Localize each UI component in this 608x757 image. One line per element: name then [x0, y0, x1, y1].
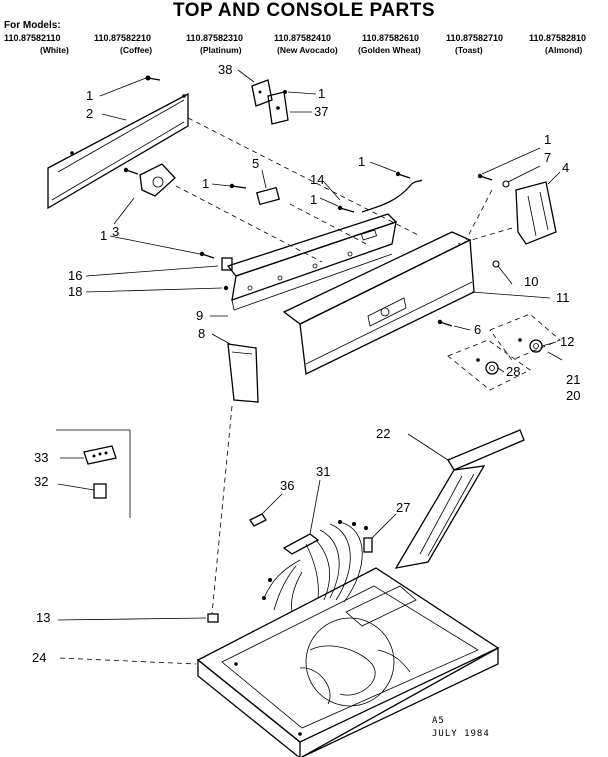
callout-6: 6	[474, 322, 482, 337]
model-color-4: (New Avocado)	[277, 45, 338, 55]
callout-12: 12	[560, 334, 575, 349]
callout-1: 1	[100, 228, 108, 243]
clip-part	[199, 251, 233, 291]
model-number-2: 110.87582210	[94, 33, 152, 43]
switch-part	[229, 183, 281, 206]
callout-7: 7	[544, 150, 552, 165]
diagram-title: TOP AND CONSOLE PARTS	[172, 0, 436, 21]
callout-5: 5	[252, 156, 260, 171]
callout-1: 1	[310, 192, 318, 207]
console-bracket-part	[251, 79, 289, 125]
callout-20: 20	[566, 388, 581, 403]
callout-16: 16	[68, 268, 83, 283]
callout-14: 14	[310, 172, 325, 187]
callout-33: 33	[34, 450, 49, 465]
model-number-7: 110.87582810	[529, 33, 587, 43]
callout-4: 4	[562, 160, 570, 175]
top-cover-part	[196, 567, 500, 757]
footer-date: JULY 1984	[432, 729, 490, 739]
grommet-part	[207, 613, 219, 623]
callout-18: 18	[68, 284, 83, 299]
lid-part	[394, 429, 525, 569]
model-number-4: 110.87582410	[274, 33, 332, 43]
callout-31: 31	[316, 464, 331, 479]
control-bracket-part	[477, 173, 557, 245]
inset-parts-box	[56, 429, 131, 518]
callout-10: 10	[524, 274, 539, 289]
callout-22: 22	[376, 426, 391, 441]
footer-code: A5	[432, 716, 445, 726]
model-number-5: 110.87582610	[362, 33, 420, 43]
callout-32: 32	[34, 474, 49, 489]
callout-28: 28	[506, 364, 521, 379]
model-color-1: (White)	[40, 45, 69, 55]
callout-8: 8	[198, 326, 206, 341]
callout-2: 2	[86, 106, 94, 121]
console-panel-part	[282, 231, 500, 375]
callout-27: 27	[396, 500, 411, 515]
for-models-label: For Models:	[4, 20, 61, 31]
lid-switch-part	[363, 537, 373, 553]
model-color-2: (Coffee)	[120, 45, 153, 55]
model-number-1: 110.87582110	[4, 33, 61, 43]
callout-11: 11	[556, 290, 570, 305]
callout-13: 13	[36, 610, 51, 625]
model-number-3: 110.87582310	[186, 33, 244, 43]
model-color-6: (Toast)	[455, 45, 483, 55]
callout-36: 36	[280, 478, 295, 493]
callout-1: 1	[318, 86, 326, 101]
callout-9: 9	[196, 308, 204, 323]
wiring-harness-part	[262, 520, 368, 613]
callout-24: 24	[32, 650, 47, 665]
rear-panel-part	[47, 92, 189, 210]
callout-21: 21	[566, 372, 581, 387]
callout-3: 3	[112, 224, 120, 239]
callout-1: 1	[86, 88, 94, 103]
model-color-7: (Almond)	[545, 45, 583, 55]
callout-1: 1	[544, 132, 552, 147]
timer-motor-part	[123, 163, 176, 197]
callout-1: 1	[358, 154, 366, 169]
leader-lines	[57, 69, 563, 665]
terminal-part	[249, 513, 267, 527]
harness-wire-part	[337, 171, 423, 213]
console-endcap-part	[227, 343, 259, 403]
callout-38: 38	[218, 62, 233, 77]
screw-part	[145, 75, 161, 81]
callout-1: 1	[202, 176, 210, 191]
model-color-3: (Platinum)	[200, 45, 242, 55]
model-color-5: (Golden Wheat)	[358, 45, 421, 55]
model-number-6: 110.87582710	[446, 33, 504, 43]
console-rail-part	[226, 213, 398, 311]
callout-37: 37	[314, 104, 329, 119]
